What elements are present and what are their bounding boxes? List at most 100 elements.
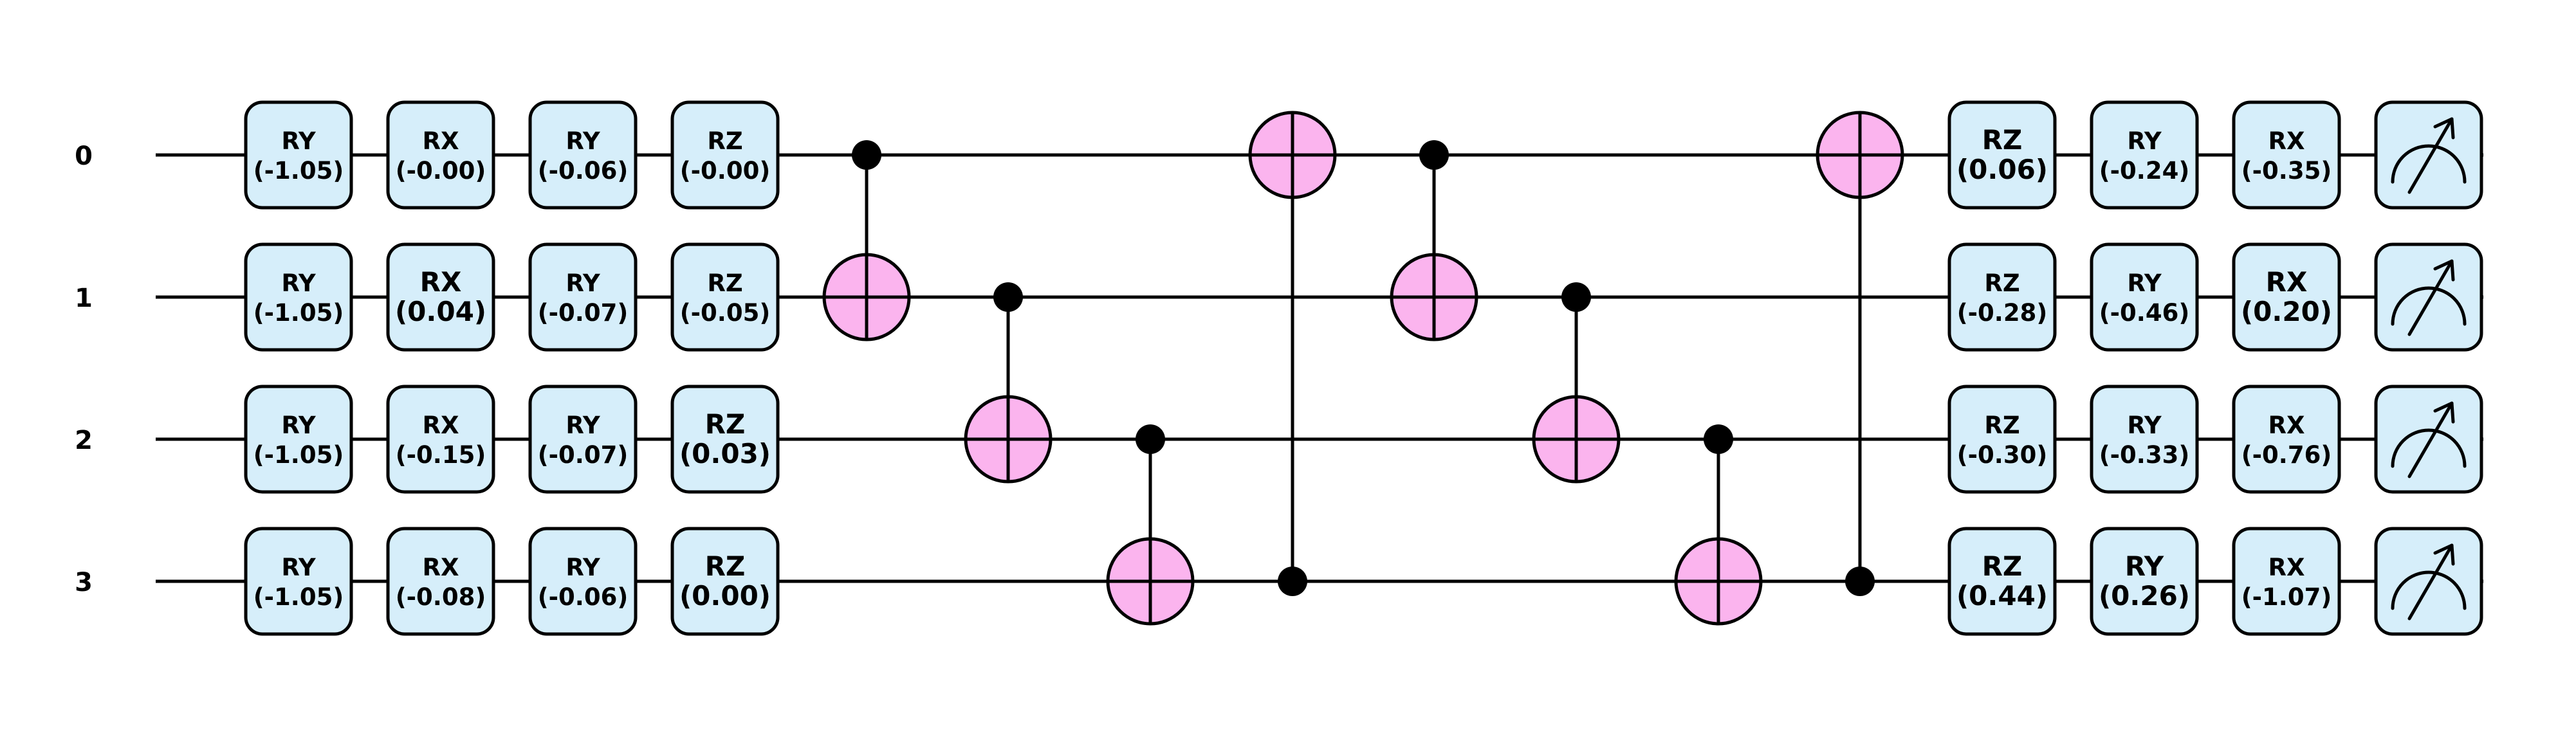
gate-name-label: RZ — [1984, 412, 2019, 439]
control-dot — [1278, 567, 1307, 596]
rotation-gate-ry: RY(0.26) — [2090, 527, 2199, 636]
meter-arrowhead — [2433, 117, 2455, 140]
gate-name-label: RY — [281, 127, 316, 155]
gate-name-label: RX — [422, 412, 459, 439]
gate-box — [2090, 100, 2199, 210]
gate-box — [386, 527, 495, 636]
meter-arc — [2391, 144, 2467, 184]
gate-box — [2232, 527, 2341, 636]
gate-param-label: (-0.06) — [538, 583, 628, 611]
gate-box — [386, 100, 495, 210]
cnot-gate — [822, 140, 911, 341]
meter-arc — [2391, 428, 2467, 468]
rotation-gate-ry: RY(-0.33) — [2090, 385, 2199, 494]
gate-name-label: RX — [2266, 266, 2308, 298]
gate-param-label: (-1.05) — [253, 583, 344, 611]
measurement-icon — [2374, 100, 2483, 210]
cnot-gate — [964, 282, 1053, 484]
rotation-gate-rz: RZ(0.44) — [1947, 527, 2057, 636]
gate-name-label: RX — [422, 554, 459, 581]
rotation-gate-ry: RY(-1.05) — [244, 242, 353, 352]
gate-param-label: (-0.24) — [2099, 157, 2189, 185]
measure-box — [2374, 100, 2483, 210]
gate-box — [1947, 385, 2057, 494]
measurement-icon — [2374, 385, 2483, 494]
gate-name-label: RX — [2268, 554, 2305, 581]
control-dot — [993, 282, 1023, 312]
gate-box — [386, 242, 495, 352]
rotation-gate-rz: RZ(0.03) — [670, 385, 780, 494]
rotation-gate-rx: RX(-0.35) — [2232, 100, 2341, 210]
control-dot — [1845, 567, 1875, 596]
gate-box — [1947, 242, 2057, 352]
gate-box — [2232, 100, 2341, 210]
gate-name-label: RY — [281, 412, 316, 439]
gate-param-label: (-0.46) — [2099, 299, 2189, 327]
gate-box — [1947, 100, 2057, 210]
gate-param-label: (0.44) — [1956, 580, 2048, 612]
cnot-gate — [1532, 282, 1621, 484]
gate-param-label: (-0.00) — [680, 157, 770, 185]
gate-name-label: RZ — [705, 550, 746, 582]
gate-box — [528, 100, 638, 210]
qubit-label-1: 1 — [75, 284, 93, 313]
gate-param-label: (0.26) — [2099, 580, 2190, 612]
meter-arrowhead — [2433, 259, 2455, 282]
gate-box — [2090, 527, 2199, 636]
control-dot — [1561, 282, 1591, 312]
gate-box — [670, 100, 780, 210]
gate-param-label: (-0.33) — [2099, 441, 2189, 469]
rotation-gate-rz: RZ(-0.05) — [670, 242, 780, 352]
gate-box — [670, 385, 780, 494]
gate-name-label: RX — [422, 127, 459, 155]
gate-name-label: RZ — [705, 408, 746, 440]
gate-box — [244, 242, 353, 352]
qubit-label-0: 0 — [75, 141, 93, 171]
control-dot — [1136, 424, 1165, 454]
gate-box — [670, 242, 780, 352]
gate-param-label: (0.20) — [2241, 296, 2332, 327]
control-dot — [1704, 424, 1733, 454]
gate-box — [2090, 385, 2199, 494]
rotation-gate-ry: RY(-1.05) — [244, 100, 353, 210]
gate-param-label: (-1.07) — [2241, 583, 2332, 611]
gate-param-label: (-0.07) — [538, 441, 628, 469]
cnot-gate — [1674, 424, 1763, 626]
gate-name-label: RY — [2127, 412, 2162, 439]
rotation-gate-ry: RY(-0.24) — [2090, 100, 2199, 210]
gate-box — [670, 527, 780, 636]
qubit-labels: 0 1 2 3 — [75, 141, 93, 597]
rotation-gate-ry: RY(-0.07) — [528, 385, 638, 494]
meter-arrowhead — [2433, 401, 2455, 424]
gate-param-label: (-0.07) — [538, 299, 628, 327]
rotation-gate-rz: RZ(0.00) — [670, 527, 780, 636]
cnot-gate — [1248, 111, 1337, 596]
gate-param-label: (-0.76) — [2241, 441, 2332, 469]
gate-param-label: (0.03) — [679, 438, 771, 469]
rotation-gate-ry: RY(-0.07) — [528, 242, 638, 352]
gate-name-label: RZ — [1982, 550, 2023, 582]
gate-param-label: (-0.35) — [2241, 157, 2332, 185]
meter-needle — [2407, 543, 2454, 621]
rotation-gate-rz: RZ(-0.30) — [1947, 385, 2057, 494]
qubit-label-2: 2 — [75, 426, 93, 455]
gate-param-label: (0.04) — [395, 296, 486, 327]
meter-needle — [2407, 401, 2454, 478]
gate-param-label: (-0.28) — [1957, 299, 2047, 327]
gate-name-label: RZ — [707, 269, 742, 297]
gate-box — [2232, 385, 2341, 494]
rotation-gate-rx: RX(0.20) — [2232, 242, 2341, 352]
gate-box — [2090, 242, 2199, 352]
gate-name-label: RX — [2268, 412, 2305, 439]
meter-arc — [2391, 570, 2467, 610]
control-dot — [1419, 140, 1449, 170]
rotation-gate-rx: RX(-0.76) — [2232, 385, 2341, 494]
rotation-gate-rz: RZ(-0.28) — [1947, 242, 2057, 352]
gate-param-label: (-1.05) — [253, 441, 344, 469]
gate-param-label: (0.00) — [679, 580, 771, 612]
gate-param-label: (-0.00) — [396, 157, 486, 185]
gate-name-label: RY — [281, 554, 316, 581]
measure-box — [2374, 385, 2483, 494]
rotation-gate-ry: RY(-0.46) — [2090, 242, 2199, 352]
